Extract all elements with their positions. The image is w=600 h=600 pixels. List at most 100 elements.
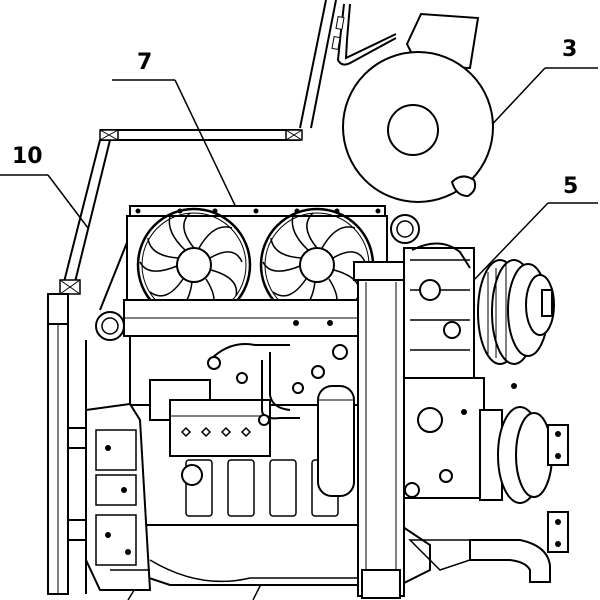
bolt — [105, 532, 111, 538]
crankcase-rib — [269, 459, 297, 517]
crank-pulley-2 — [515, 412, 553, 498]
alternator-housing — [342, 51, 494, 203]
intercooler-top-tank — [353, 261, 409, 281]
accessory-hose — [411, 242, 471, 269]
frame-left-leg-outer — [63, 139, 101, 283]
exhaust-elbow — [469, 539, 551, 583]
upper-pipe-left-edge — [299, 0, 327, 129]
fan-blade — [272, 278, 307, 297]
fitting — [236, 372, 248, 384]
fan-left — [136, 207, 252, 323]
callout-10: 10 — [0, 144, 89, 229]
intercooler-body — [357, 277, 405, 597]
callout-label-10: 10 — [12, 144, 43, 169]
fitting — [207, 356, 221, 370]
pump-diamond — [240, 426, 252, 438]
bolt — [555, 453, 561, 459]
upper-hose — [336, 3, 397, 66]
callout-leader-5 — [471, 202, 549, 283]
callout-7: 7 — [112, 50, 244, 223]
callout-5: 5 — [471, 174, 598, 283]
pipe-elbow-right-inner — [396, 220, 414, 238]
hose-clamp-1 — [335, 15, 345, 31]
fan-right — [259, 207, 375, 323]
intercooler-bottom-tank — [361, 569, 401, 599]
fan-blade — [139, 261, 178, 272]
front-mount — [547, 511, 569, 553]
bolt — [105, 445, 111, 451]
bolt — [404, 482, 420, 498]
bolt — [555, 541, 561, 547]
frame-joint-right-x2 — [285, 129, 303, 141]
fitting — [332, 344, 348, 360]
fan-blade — [332, 251, 366, 263]
hose-clamp-2 — [331, 35, 341, 51]
bolt — [121, 487, 127, 493]
fuel-line-3 — [269, 352, 291, 411]
fan-blade — [210, 269, 238, 297]
frame-left-leg-inner — [74, 139, 111, 283]
upper-pipe-right-edge — [310, 0, 337, 129]
bolt — [439, 469, 453, 483]
bolt — [135, 208, 141, 214]
fitting — [292, 382, 304, 394]
fan-blade — [270, 237, 302, 259]
bolt — [125, 549, 131, 555]
fan-blade — [306, 212, 318, 249]
left-radiator-column — [47, 293, 87, 595]
drain-plug — [181, 464, 203, 486]
water-pump-fitting — [417, 407, 443, 433]
fan-left-hub — [176, 247, 212, 283]
oil-pan-contour — [149, 559, 360, 583]
callout-label-3: 3 — [562, 37, 577, 62]
bolt — [555, 519, 561, 525]
accessory-bracket — [403, 247, 475, 379]
pipe-elbow-left — [95, 311, 125, 341]
flywheel-panel-bottom — [95, 514, 137, 566]
fan-right-hub — [299, 247, 335, 283]
intercooler-column — [353, 261, 409, 599]
part-3-alternator — [342, 12, 494, 203]
frame-joint-left-x2 — [99, 129, 119, 141]
flywheel-housing — [85, 402, 152, 591]
fan-blade — [149, 278, 184, 297]
callout-leader-10 — [47, 174, 89, 229]
oil-filter — [317, 385, 355, 497]
fan-blade — [183, 212, 195, 249]
frame-foot-x2 — [59, 279, 81, 295]
alternator-mount-ear — [450, 175, 477, 198]
crankcase-rib — [185, 459, 213, 517]
pump-diamond — [200, 426, 212, 438]
part-10-support-frame — [59, 129, 303, 311]
frame-brace — [99, 239, 129, 311]
bolt — [293, 320, 299, 326]
upper-hose-inner — [344, 3, 397, 60]
pulley-shaft — [541, 289, 553, 317]
left-column-cap — [47, 293, 69, 325]
bolt — [327, 320, 333, 326]
fan-blade — [209, 251, 243, 263]
crankcase-rib — [227, 459, 255, 517]
crank-nose — [547, 424, 569, 466]
upper-pipe — [299, 0, 397, 129]
pipe-elbow-left-inner — [101, 317, 119, 335]
fitting — [258, 414, 270, 426]
accessory-fitting — [443, 321, 461, 339]
callout-label-5: 5 — [563, 174, 578, 199]
engine-block — [123, 299, 471, 586]
left-column-clip-1 — [67, 427, 87, 449]
flywheel-panel-top — [95, 429, 137, 471]
pump-diamond — [180, 426, 192, 438]
fan-blade — [198, 226, 233, 249]
fitting — [311, 365, 325, 379]
flywheel-panel-mid — [95, 474, 137, 506]
fan-blade — [291, 215, 309, 251]
pipe-elbow-right — [390, 214, 420, 244]
fan-blade — [321, 226, 356, 249]
fan-blade — [262, 261, 301, 272]
bolt — [253, 208, 259, 214]
callout-label-7: 7 — [137, 50, 152, 75]
pulley-grooves — [487, 264, 507, 360]
bolt — [461, 409, 467, 415]
